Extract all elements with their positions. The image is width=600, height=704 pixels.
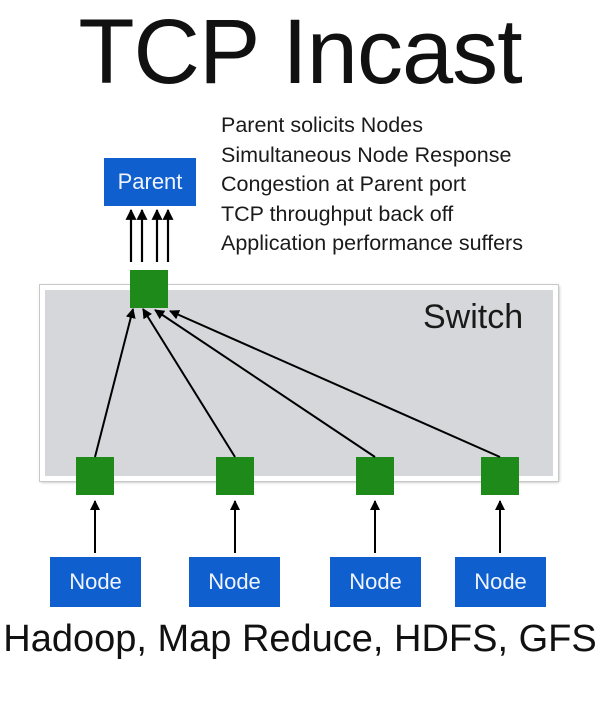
node-port-3 bbox=[356, 457, 394, 495]
bullet-item: Application performance suffers bbox=[221, 231, 523, 255]
diagram-title: TCP Incast bbox=[78, 1, 522, 103]
node-box-4: Node bbox=[455, 557, 546, 607]
node-port-1 bbox=[76, 457, 114, 495]
node-port-2 bbox=[216, 457, 254, 495]
bullet-item: Congestion at Parent port bbox=[221, 172, 467, 196]
node-box-3: Node bbox=[330, 557, 421, 607]
bullet-item: Simultaneous Node Response bbox=[221, 142, 512, 167]
switch-label: Switch bbox=[423, 298, 524, 336]
node-box-2: Node bbox=[189, 557, 280, 607]
bullet-item: Parent solicits Nodes bbox=[221, 113, 423, 137]
node-box-1: Node bbox=[50, 557, 141, 607]
bullet-item: TCP throughput back off bbox=[221, 201, 454, 226]
node-port-4 bbox=[481, 457, 519, 495]
parent-port bbox=[130, 270, 168, 308]
footer-caption: Hadoop, Map Reduce, HDFS, GFS bbox=[3, 618, 597, 660]
bullet-list: Parent solicits Nodes Simultaneous Node … bbox=[221, 111, 523, 259]
parent-box: Parent bbox=[104, 158, 196, 206]
